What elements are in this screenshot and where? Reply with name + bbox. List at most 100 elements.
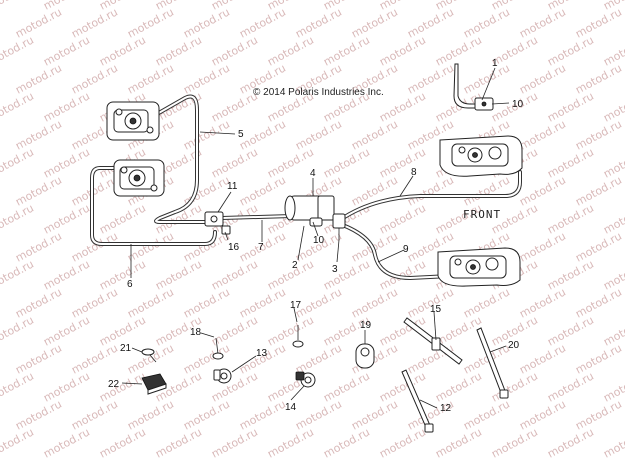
watermark-text: motod.ru — [489, 425, 540, 460]
callout-2: 2 — [292, 260, 298, 271]
cable-tie-12 — [401, 369, 434, 433]
front-caliper-lower — [437, 247, 521, 287]
watermark-text: motod.ru — [41, 369, 92, 404]
watermark-text: motod.ru — [545, 145, 596, 180]
watermark-text: motod.ru — [237, 5, 288, 40]
watermark-text: motod.ru — [181, 5, 232, 40]
bracket-22 — [141, 373, 167, 395]
callout-6: 6 — [127, 279, 133, 290]
watermark-text: motod.ru — [97, 257, 148, 292]
watermark-text: motod.ru — [517, 285, 568, 320]
watermark-text: motod.ru — [41, 313, 92, 348]
callout-numbers: 1 2 3 4 5 6 7 8 9 10 10 11 12 13 14 15 1… — [108, 58, 524, 414]
reservoir-hose-1 — [453, 63, 494, 111]
watermark-text: motod.ru — [69, 5, 120, 40]
watermark-text: motod.ru — [181, 285, 232, 320]
watermark-text: motod.ru — [41, 257, 92, 292]
watermark-text: motod.ru — [0, 33, 36, 68]
watermark-text: motod.ru — [377, 425, 428, 460]
callout-20: 20 — [508, 340, 520, 351]
watermark-text: motod.ru — [237, 397, 288, 432]
watermark-text: motod.ru — [377, 369, 428, 404]
watermark-text: motod.ru — [265, 313, 316, 348]
watermark-text: motod.ru — [517, 229, 568, 264]
watermark-text: motod.ru — [405, 173, 456, 208]
watermark-text: motod.ru — [181, 61, 232, 96]
watermark-text: motod.ru — [0, 201, 36, 236]
watermark-text: motod.ru — [0, 145, 36, 180]
watermark-text: motod.ru — [97, 33, 148, 68]
watermark-text: motod.ru — [545, 257, 596, 292]
watermark-text: motod.ru — [41, 145, 92, 180]
watermark-text: motod.ru — [545, 425, 596, 460]
front-label: FRONT — [463, 208, 501, 221]
watermark-text: motod.ru — [573, 117, 624, 152]
watermark-text: motod.ru — [321, 425, 372, 460]
master-cylinder-4 — [284, 195, 335, 227]
watermark-text: motod.ru — [41, 425, 92, 460]
watermark-text: motod.ru — [125, 5, 176, 40]
callout-5: 5 — [238, 129, 244, 140]
watermark-text: motod.ru — [69, 229, 120, 264]
watermark-text: motod.ru — [433, 369, 484, 404]
callout-22: 22 — [108, 379, 120, 390]
clamp-13 — [213, 368, 232, 384]
watermark-text: motod.ru — [265, 33, 316, 68]
callout-10-mid: 10 — [313, 235, 325, 246]
watermark-text: motod.ru — [601, 425, 625, 460]
watermark-text: motod.ru — [13, 285, 64, 320]
rear-caliper-upper — [106, 101, 160, 141]
watermark-text: motod.ru — [321, 33, 372, 68]
rear-caliper-lower — [113, 159, 165, 197]
watermark-text: motod.ru — [517, 341, 568, 376]
watermark-text: motod.ru — [237, 173, 288, 208]
watermark-text: motod.ru — [349, 117, 400, 152]
callout-12: 12 — [440, 403, 452, 414]
watermark-text: motod.ru — [13, 397, 64, 432]
watermark-text: motod.ru — [13, 229, 64, 264]
callout-14: 14 — [285, 402, 297, 413]
watermark-text: motod.ru — [209, 257, 260, 292]
callout-7: 7 — [258, 242, 264, 253]
watermark-text: motod.ru — [377, 33, 428, 68]
watermark-text: motod.ru — [69, 341, 120, 376]
watermark-text: motod.ru — [125, 341, 176, 376]
cable-tie-20 — [476, 327, 509, 399]
watermark-text: motod.ru — [237, 341, 288, 376]
watermark-text: motod.ru — [545, 89, 596, 124]
watermark-text: motod.ru — [573, 341, 624, 376]
watermark-text: motod.ru — [573, 285, 624, 320]
watermark-text: motod.ru — [0, 0, 36, 13]
watermark-text: motod.ru — [209, 33, 260, 68]
watermark-text: motod.ru — [433, 33, 484, 68]
watermark-text: motod.ru — [377, 201, 428, 236]
callout-10-top: 10 — [512, 99, 524, 110]
watermark-text: motod.ru — [265, 425, 316, 460]
watermark-text: motod.ru — [545, 201, 596, 236]
callout-15: 15 — [430, 304, 442, 315]
callout-3: 3 — [332, 264, 338, 275]
watermark-text: motod.ru — [573, 173, 624, 208]
watermark-text: motod.ru — [237, 285, 288, 320]
watermark-text: motod.ru — [0, 257, 36, 292]
rivet-18 — [212, 337, 224, 360]
watermark-text: motod.ru — [13, 173, 64, 208]
watermark-text: motod.ru — [41, 89, 92, 124]
watermark-text: motod.ru — [293, 397, 344, 432]
watermark-text: motod.ru — [573, 5, 624, 40]
callout-16: 16 — [228, 242, 240, 253]
watermark-text: motod.ru — [405, 5, 456, 40]
watermark-text: motod.ru — [153, 257, 204, 292]
callout-21: 21 — [120, 343, 132, 354]
watermark-text: motod.ru — [153, 425, 204, 460]
watermark-text: motod.ru — [41, 33, 92, 68]
leader-lines — [121, 67, 510, 409]
watermark-text: motod.ru — [13, 5, 64, 40]
front-caliper-upper — [439, 135, 523, 177]
watermark-text: motod.ru — [349, 285, 400, 320]
watermark-text: motod.ru — [461, 61, 512, 96]
watermark-text: motod.ru — [13, 117, 64, 152]
callout-18: 18 — [190, 327, 202, 338]
watermark-text: motod.ru — [573, 229, 624, 264]
